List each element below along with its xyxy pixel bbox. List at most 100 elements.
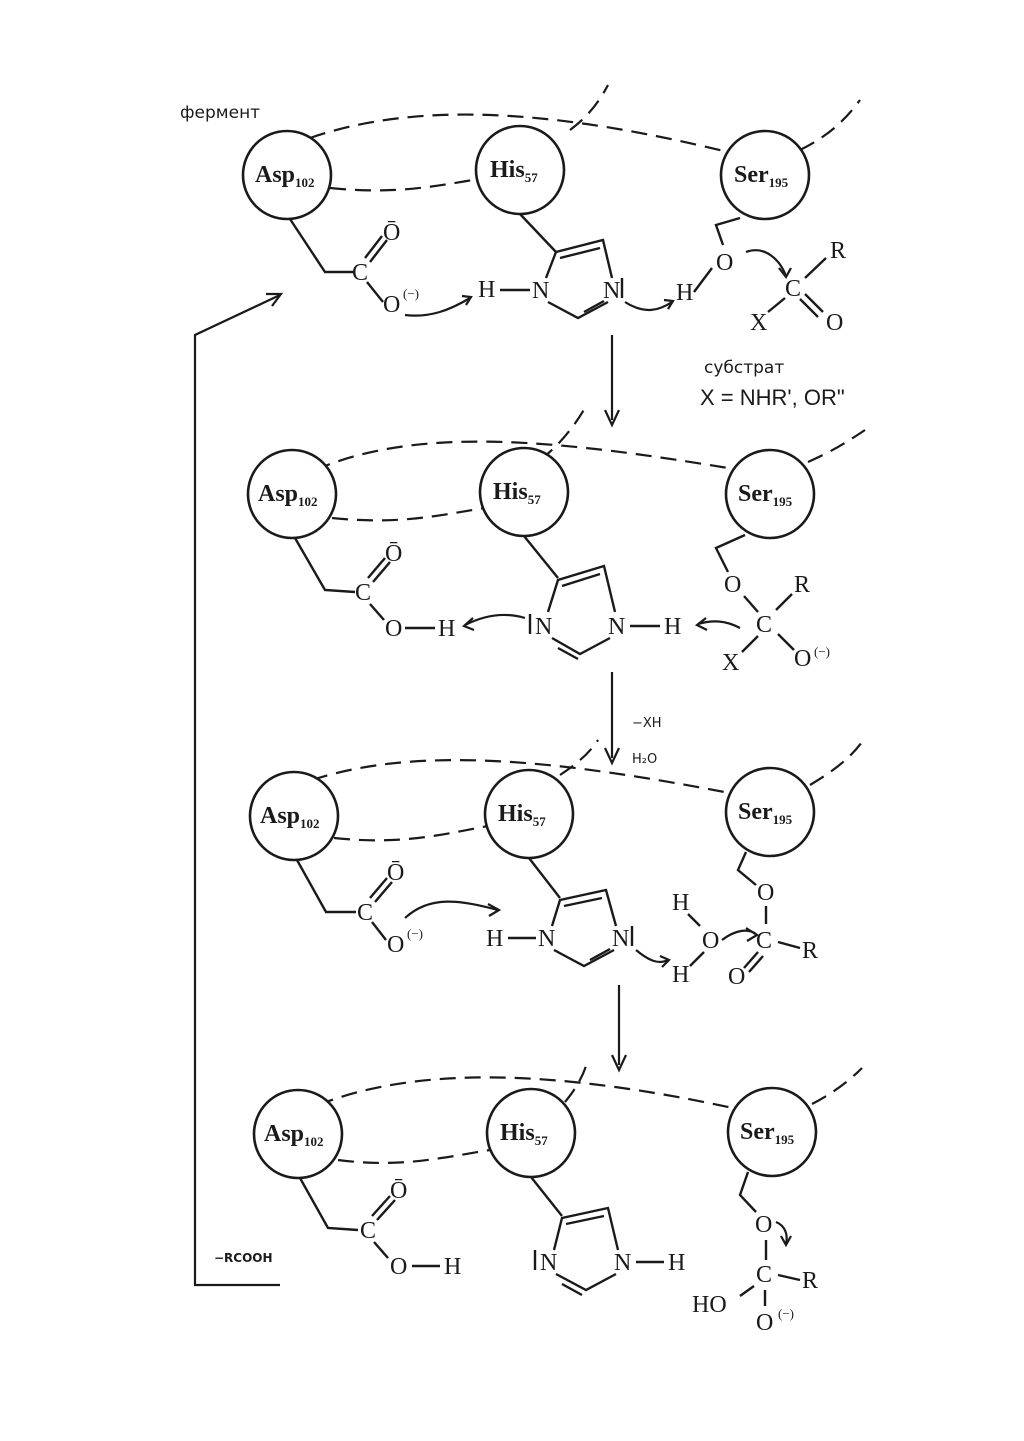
atom-c: C [756, 1262, 772, 1288]
arrow-head [266, 292, 284, 307]
backbone-chain [564, 1065, 588, 1103]
arrow-head [487, 903, 502, 917]
asp-label: Asp102 [258, 481, 318, 509]
bond-c-o [376, 1199, 396, 1221]
atom-o: O [826, 310, 843, 336]
bond-c-o [373, 1241, 389, 1259]
backbone-chain [809, 741, 863, 786]
his-sidechain [530, 1176, 563, 1217]
bond-o-h [689, 951, 705, 967]
arrow-head [461, 294, 473, 306]
electron-arrow [624, 301, 673, 311]
atom-h: H [478, 277, 495, 303]
bond-c-o [364, 235, 383, 259]
ser-sidechain [738, 1171, 757, 1213]
imidazole-ring [583, 299, 605, 314]
imidazole-ring [557, 646, 579, 661]
atom-n: N [608, 614, 625, 640]
bond-c-o [367, 557, 386, 579]
backbone-chain [539, 407, 586, 461]
atom-o: Ō [390, 1178, 407, 1204]
ser-sidechain [714, 533, 746, 573]
step-label-xh: −XH [632, 716, 662, 731]
atom-o: O [757, 880, 774, 906]
ser-label: Ser195 [740, 1119, 795, 1147]
bond-c-r [777, 1273, 801, 1282]
atom-h: H [676, 280, 693, 306]
atom-n: N [535, 614, 552, 640]
atom-h: H [668, 1250, 685, 1276]
atom-o: O [794, 646, 811, 672]
backbone-chain [314, 440, 741, 472]
bond-c-o [371, 921, 387, 941]
atom-c: C [352, 260, 368, 286]
ser-sidechain [736, 851, 757, 886]
atom-n: N [540, 1250, 557, 1276]
atom-o: O [755, 1212, 772, 1238]
atom-r: R [794, 572, 810, 598]
asp-sidechain [293, 537, 356, 594]
atom-o: O [728, 964, 745, 990]
bond-c-o [777, 633, 795, 651]
bond-o-h [693, 267, 713, 293]
atom-o: O [385, 616, 402, 642]
arrow-head [745, 927, 760, 942]
atom-n: N [538, 926, 555, 952]
backbone-chain [811, 1067, 863, 1105]
his-sidechain [523, 535, 559, 579]
atom-o: O [390, 1254, 407, 1280]
bond-c-o [743, 951, 759, 969]
atom-o: O [702, 928, 719, 954]
bond-c-o [366, 281, 384, 303]
atom-h: H [672, 962, 689, 988]
enzyme-label: фермент [180, 103, 260, 123]
atom-o: O [724, 572, 741, 598]
bond-c-o [371, 1195, 391, 1217]
asp-residue [241, 129, 333, 221]
atom-c: C [355, 580, 371, 606]
bond-c-o [804, 293, 824, 313]
asp-label: Asp102 [260, 803, 320, 831]
atom-c: C [360, 1218, 376, 1244]
arrow-head [659, 954, 671, 968]
atom-o: O [756, 1310, 773, 1336]
atom-c: C [756, 612, 772, 638]
imidazole-ring [547, 300, 609, 320]
atom-c: C [756, 928, 772, 954]
charge-minus: (−) [407, 926, 423, 941]
bond-c-r [804, 257, 827, 279]
his-label: His57 [490, 157, 538, 185]
imidazole-ring [553, 948, 615, 968]
arrow-head [461, 617, 475, 632]
arrow-head [778, 267, 792, 279]
arrow-head [604, 409, 620, 428]
electron-arrow [464, 613, 526, 626]
asp-residue [252, 1088, 344, 1180]
atom-n: N [532, 278, 549, 304]
atom-ho: HO [692, 1292, 727, 1318]
his-label: His57 [500, 1120, 548, 1148]
atom-h: H [444, 1254, 461, 1280]
imidazole-ring [563, 896, 603, 908]
atom-r: R [802, 1268, 818, 1294]
backbone-chain [799, 99, 861, 151]
charge-minus: (−) [403, 286, 419, 301]
bond-c-x [767, 297, 786, 313]
his-sidechain [519, 213, 557, 253]
atom-h: H [438, 616, 455, 642]
imidazole-ring [550, 888, 618, 927]
imidazole-ring [561, 572, 601, 588]
asp-sidechain [298, 1177, 359, 1232]
arrow-head [694, 617, 708, 631]
cycle-return-arrow [193, 294, 281, 1287]
atom-r: R [802, 938, 818, 964]
backbone-chain [337, 1148, 491, 1165]
cycle-label: −RCOOH [214, 1251, 273, 1265]
ser-residue [726, 1086, 818, 1178]
ser-sidechain [714, 216, 741, 246]
his-label: His57 [498, 801, 546, 829]
stage-1: Asp102 His57 Ser195 C Ō O (−) H N N H O [241, 84, 861, 336]
atom-n: N [603, 278, 620, 304]
